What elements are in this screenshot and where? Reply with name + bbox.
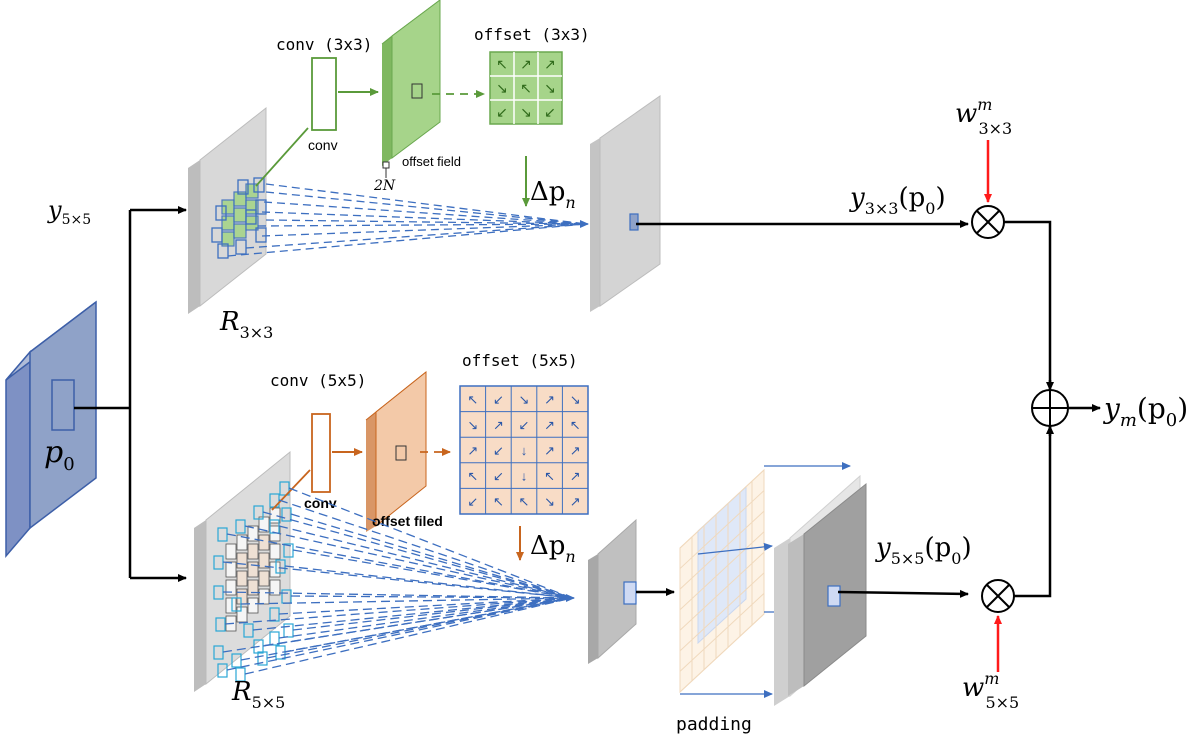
offset-arrow-icon: ↗ [544,392,555,407]
offset-arrow-icon: ↙ [493,443,504,458]
offset-arrow-icon: ↙ [493,392,504,407]
r3x3-label: R3×3 [219,307,273,342]
padding-grid [679,468,765,694]
bottom-offset-title: offset (5x5) [462,351,578,370]
offset-arrow-icon: ↘ [544,494,555,509]
offset-arrow-icon: ↓ [521,443,528,458]
bottom-multiply-op [981,579,1015,613]
offset-arrow-icon: ↙ [467,494,478,509]
offset-arrow-icon: ↘ [520,106,532,121]
offset-arrow-icon: ↓ [521,469,528,484]
offset-arrow-icon: ↘ [519,392,530,407]
offset-arrow-icon: ↖ [520,82,532,97]
bottom-output-label: y5×5(p0) [875,533,972,568]
offset-arrow-icon: ↘ [544,82,556,97]
offset-arrow-icon: ↙ [496,106,508,121]
sum-op [1031,389,1069,427]
output-label: ym(p0) [1102,392,1188,431]
padding-label: padding [676,714,752,735]
r3x3-feature-map [188,106,267,314]
top-sampling-lines [227,183,587,257]
offset-arrow-icon: ↗ [570,443,581,458]
top-conv-link [255,127,309,187]
top-conv-box-label: conv [308,137,338,153]
split-connectors [74,206,187,582]
offset-arrow-icon: ↗ [544,417,555,432]
top-offset-grid: ↖ ↗ ↗ ↘ ↖ ↘ ↙ ↘ ↙ [489,51,563,125]
bottom-offset-field-map [365,370,427,532]
top-conv-box [311,57,337,131]
offset-arrow-icon: ↘ [570,392,581,407]
bottom-conv-box [311,413,331,493]
top-output-map [590,95,661,312]
offset-arrow-icon: ↖ [467,469,478,484]
offset-arrow-icon: ↗ [493,417,504,432]
top-offset-title: offset (3x3) [474,25,590,44]
bottom-conv-title: conv (5x5) [270,371,366,390]
top-output-label: y3×3(p0) [849,183,946,218]
offset-arrow-icon: ↖ [544,469,555,484]
offset-arrow-icon: ↗ [467,443,478,458]
offset-arrow-icon: ↗ [544,443,555,458]
offset-arrow-icon: ↙ [493,469,504,484]
bottom-offset-grid: ↖ ↙ ↘ ↗ ↘ ↘ ↗ ↙ ↗ ↖ ↗ ↙ ↓ ↗ ↗ ↖ ↙ ↓ ↖ ↗ ↙ ↖ ↖ ↘ ↗ [459,385,589,515]
offset-arrow-icon: ↖ [467,392,478,407]
merge-connectors [1004,220,1052,598]
bottom-offset-field-label: offset filed [372,513,443,529]
input-p0-label: p0 [44,435,75,475]
bottom-output-stack [774,474,867,706]
top-delta-pn-label: Δpn [530,177,576,212]
offset-arrow-icon: ↖ [496,58,508,73]
offset-arrow-icon: ↘ [467,417,478,432]
top-multiply-op [971,205,1005,239]
offset-arrow-icon: ↘ [496,82,508,97]
bottom-output-small-map [588,518,637,664]
offset-arrow-icon: ↗ [520,58,532,73]
top-offset-field-map [381,0,441,178]
bottom-conv-box-label: conv [304,495,337,511]
bottom-output-line [837,589,969,598]
offset-arrow-icon: ↗ [570,469,581,484]
y5x5-label: y5×5 [47,196,91,228]
offset-arrow-icon: ↖ [519,494,530,509]
bottom-conv-link [271,469,311,511]
offset-arrow-icon: ↗ [544,58,556,73]
offset-arrow-icon: ↗ [570,494,581,509]
r5x5-label: R5×5 [231,677,285,712]
bottom-delta-pn-label: Δpn [530,531,576,566]
top-offset-field-label: offset field [402,154,461,169]
offset-arrow-icon: ↖ [570,417,581,432]
input-feature-map: p0 [5,300,97,559]
offset-arrow-icon: ↙ [544,106,556,121]
top-2n-label: 2N [373,178,396,194]
bottom-sampling-lines [222,487,575,675]
offset-arrow-icon: ↙ [519,417,530,432]
top-conv-title: conv (3x3) [276,35,372,54]
r5x5-feature-map [194,450,294,692]
offset-arrow-icon: ↖ [493,494,504,509]
